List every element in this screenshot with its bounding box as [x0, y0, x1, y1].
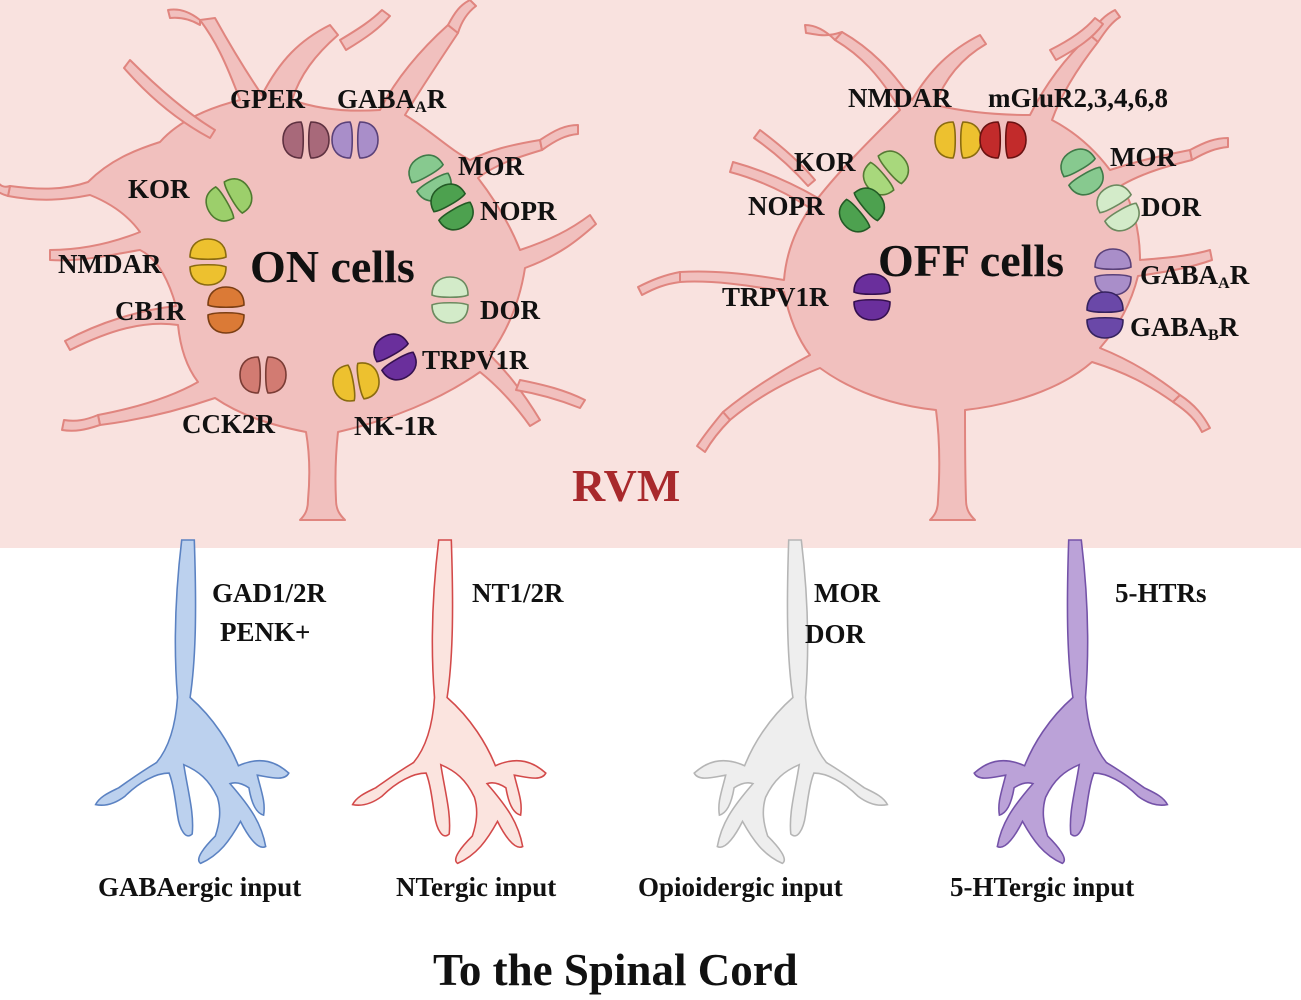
off-gabaa-label-tail: R — [1229, 260, 1250, 290]
on-mor-label: MOR — [458, 151, 524, 181]
off-gabaa-label: GABAAR — [1140, 260, 1250, 293]
on-cells-title: ON cells — [250, 241, 415, 292]
on-dor-label: DOR — [480, 295, 540, 325]
on-gper-label: GPER — [230, 84, 306, 114]
on-cb1r-label: CB1R — [115, 296, 186, 326]
off-gabaa-label-sub: A — [1218, 274, 1230, 293]
off-gabab-label: GABABR — [1130, 312, 1239, 345]
off-mglur-label: mGluR2,3,4,6,8 — [988, 83, 1169, 113]
ntergic-input-caption: NTergic input — [396, 872, 557, 902]
off-cells-title: OFF cells — [878, 235, 1065, 286]
opioidergic-receptor-line-2: DOR — [805, 619, 865, 649]
off-gabaa-label-base: GABA — [1140, 260, 1219, 290]
opioidergic-receptor-line-1: MOR — [814, 578, 880, 608]
on-gabaa-label-base: GABA — [337, 84, 416, 114]
off-dor-label: DOR — [1141, 192, 1201, 222]
gabaergic-input-caption: GABAergic input — [98, 872, 302, 902]
on-gabaa-label-tail: R — [426, 84, 447, 114]
htergic-input-caption: 5-HTergic input — [950, 872, 1135, 902]
on-nmdar-label: NMDAR — [58, 249, 162, 279]
gabaergic-receptor-line-1: GAD1/2R — [212, 578, 326, 608]
on-cck2r-label: CCK2R — [182, 409, 275, 439]
footer-title: To the Spinal Cord — [433, 945, 798, 995]
rvm-label: RVM — [572, 460, 681, 511]
on-neuron — [0, 0, 597, 521]
on-gabaa-label-sub: A — [415, 98, 427, 117]
on-nk1r-label: NK-1R — [354, 411, 437, 441]
gabaergic-receptor-line-2: PENK+ — [220, 617, 311, 647]
off-nopr-label: NOPR — [748, 191, 825, 221]
ntergic-receptor-line-1: NT1/2R — [472, 578, 564, 608]
off-kor-label: KOR — [794, 147, 856, 177]
on-kor-label: KOR — [128, 174, 190, 204]
on-trpv1r-label: TRPV1R — [422, 345, 529, 375]
off-gabab-label-sub: B — [1208, 326, 1219, 345]
on-gabaa-label: GABAAR — [337, 84, 447, 117]
on-nopr-label: NOPR — [480, 196, 557, 226]
opioidergic-input-caption: Opioidergic input — [638, 872, 843, 902]
off-trpv1r-label: TRPV1R — [722, 282, 829, 312]
off-nmdar-label: NMDAR — [848, 83, 952, 113]
htergic-receptor-line-1: 5-HTRs — [1115, 578, 1207, 608]
off-gabab-label-base: GABA — [1130, 312, 1209, 342]
off-gabab-label-tail: R — [1218, 312, 1239, 342]
off-mor-label: MOR — [1110, 142, 1176, 172]
